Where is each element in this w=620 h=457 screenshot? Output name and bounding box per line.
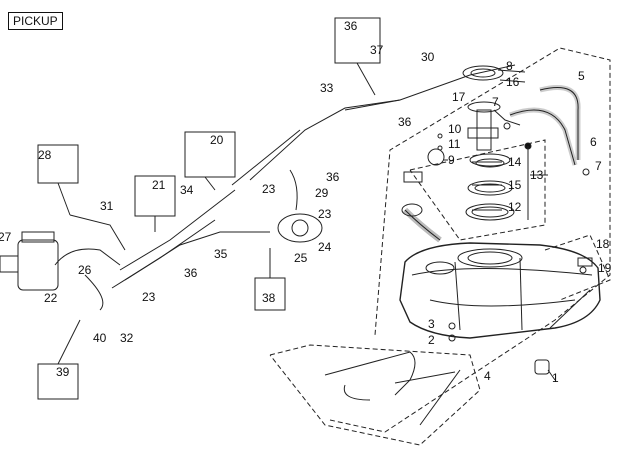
part-label-32: 32 <box>120 331 134 345</box>
part-label-1: 1 <box>552 371 559 385</box>
part-label-20: 20 <box>210 133 224 147</box>
part-label-39: 39 <box>56 365 70 379</box>
part-label-29: 29 <box>315 186 329 200</box>
part-label-3: 3 <box>428 317 435 331</box>
line-34 <box>119 189 236 271</box>
part-label-36-low: 36 <box>184 266 198 280</box>
part-label-11: 11 <box>448 137 461 151</box>
part-label-34: 34 <box>180 183 194 197</box>
part-label-19: 19 <box>598 261 612 275</box>
part-label-8: 8 <box>506 59 513 73</box>
pump-group-outline <box>409 139 546 241</box>
part-label-31: 31 <box>100 199 114 213</box>
part-label-40: 40 <box>93 331 107 345</box>
part-label-24: 24 <box>318 240 332 254</box>
part-label-18: 18 <box>596 237 610 251</box>
part-label-36-mid: 36 <box>398 115 412 129</box>
part-label-2: 2 <box>428 333 435 347</box>
part-label-37: 37 <box>370 43 384 57</box>
part-label-21: 21 <box>152 178 166 192</box>
part-label-22: 22 <box>44 291 58 305</box>
part-label-12: 12 <box>508 200 522 214</box>
fuel-tank-body <box>399 242 601 339</box>
part-label-35: 35 <box>214 247 228 261</box>
diagram-title: PICKUP <box>8 12 63 30</box>
line-30 <box>344 64 516 111</box>
part-label-9: 9 <box>448 153 455 167</box>
part-label-33: 33 <box>320 81 334 95</box>
part-label-7-upper: 7 <box>492 95 499 109</box>
part-label-16: 16 <box>506 75 520 89</box>
part-label-15: 15 <box>508 178 522 192</box>
line-35 <box>124 231 270 281</box>
line-33 <box>249 99 401 181</box>
part-label-4: 4 <box>484 369 491 383</box>
part-label-30: 30 <box>421 50 435 64</box>
part-label-6: 6 <box>590 135 597 149</box>
part-label-38: 38 <box>262 291 276 305</box>
part-label-23-b: 23 <box>318 207 332 221</box>
part-label-36-top: 36 <box>344 19 358 33</box>
part-label-13: 13 <box>530 168 544 182</box>
part-label-26: 26 <box>78 263 92 277</box>
part-label-25: 25 <box>294 251 308 265</box>
part-label-17: 17 <box>452 90 466 104</box>
part-label-36-right: 36 <box>326 170 340 184</box>
part-label-23-c: 23 <box>142 290 156 304</box>
part-label-10: 10 <box>448 122 462 136</box>
part-label-7-right: 7 <box>595 159 602 173</box>
bracket-group-outline <box>544 234 611 301</box>
part-label-27: 27 <box>0 230 12 244</box>
part-label-5: 5 <box>578 69 585 83</box>
part-label-23-a: 23 <box>262 182 276 196</box>
tank-group-outline <box>329 47 611 433</box>
hose-group-outline <box>269 344 481 446</box>
part-label-14: 14 <box>508 155 522 169</box>
part-label-28: 28 <box>38 148 52 162</box>
